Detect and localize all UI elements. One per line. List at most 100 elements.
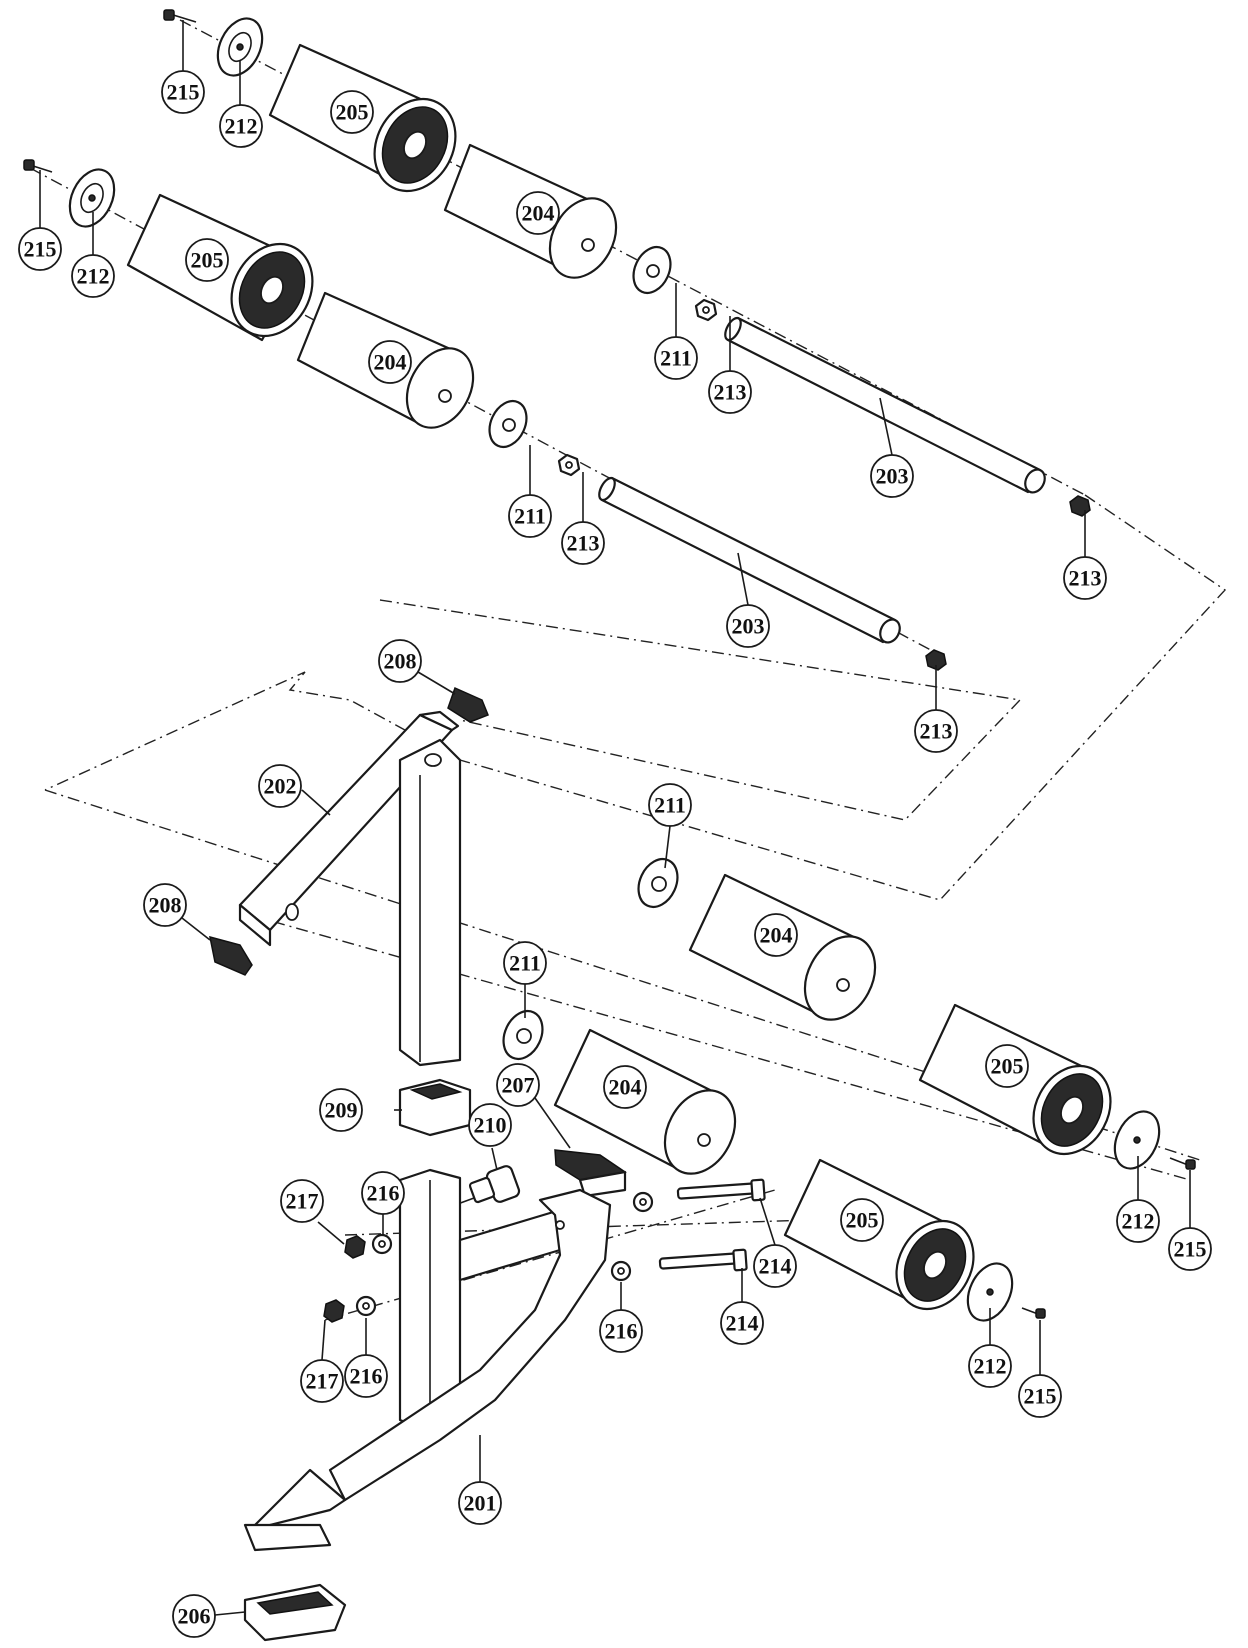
washer-216-d [355, 1295, 377, 1317]
washer-211-c [637, 857, 679, 909]
tube-203-b [598, 476, 901, 644]
svg-text:212: 212 [225, 114, 258, 139]
callout-210: 210 [468, 1103, 512, 1147]
callout-211: 211 [503, 941, 547, 985]
end-cap-212-c [1113, 1110, 1161, 1170]
foam-pad-205-d [783, 1158, 975, 1311]
callout-203: 203 [870, 454, 914, 498]
svg-text:204: 204 [374, 350, 407, 375]
callout-217: 217 [280, 1179, 324, 1223]
nut-217-b [323, 1299, 345, 1323]
bolt-214-a [676, 1178, 766, 1202]
callout-201: 201 [458, 1481, 502, 1525]
bolt-214-b [658, 1248, 748, 1272]
svg-text:212: 212 [1122, 1209, 1155, 1234]
svg-text:212: 212 [77, 264, 110, 289]
svg-text:214: 214 [759, 1254, 792, 1279]
svg-text:213: 213 [714, 380, 747, 405]
callout-204: 204 [368, 340, 412, 384]
svg-text:207: 207 [502, 1073, 535, 1098]
nut-213-a [694, 298, 718, 322]
callout-216: 216 [361, 1171, 405, 1215]
callout-211: 211 [654, 336, 698, 380]
screw-215-b [23, 159, 53, 173]
callout-205: 205 [330, 90, 374, 134]
callout-bubbles: 215 212 205 204 215 212 205 204 211 213 … [18, 70, 1212, 1638]
svg-text:210: 210 [474, 1113, 507, 1138]
svg-text:213: 213 [567, 531, 600, 556]
svg-text:211: 211 [514, 504, 546, 529]
svg-text:204: 204 [760, 923, 793, 948]
svg-text:216: 216 [350, 1364, 383, 1389]
foam-roller-204-c [688, 873, 877, 1021]
callout-209: 209 [319, 1088, 363, 1132]
arm-202 [238, 710, 462, 1067]
washer-211-d [502, 1009, 544, 1061]
washer-216-a [632, 1191, 654, 1213]
callout-212: 212 [1116, 1199, 1160, 1243]
svg-text:203: 203 [732, 614, 765, 639]
callout-203: 203 [726, 604, 770, 648]
svg-text:204: 204 [522, 201, 555, 226]
nut-213-b [1069, 495, 1091, 517]
callout-211: 211 [508, 494, 552, 538]
svg-text:206: 206 [178, 1604, 211, 1629]
foot-cap-206 [243, 1583, 347, 1642]
svg-text:205: 205 [846, 1208, 879, 1233]
callout-204: 204 [516, 191, 560, 235]
leaders [39, 20, 1191, 1616]
svg-text:215: 215 [167, 80, 200, 105]
tube-203-a [724, 316, 1046, 494]
callout-215: 215 [1018, 1374, 1062, 1418]
end-plug-208-b [209, 935, 253, 976]
svg-text:212: 212 [974, 1354, 1007, 1379]
svg-text:211: 211 [660, 346, 692, 371]
svg-text:214: 214 [726, 1311, 759, 1336]
callout-204: 204 [754, 913, 798, 957]
washer-211-b [488, 399, 528, 449]
svg-text:205: 205 [191, 248, 224, 273]
svg-text:204: 204 [609, 1075, 642, 1100]
svg-text:209: 209 [325, 1098, 358, 1123]
screw-215-a [163, 9, 197, 23]
washer-216-c [371, 1233, 393, 1255]
nut-213-d [925, 649, 947, 671]
callout-208: 208 [143, 883, 187, 927]
knob-210 [454, 1165, 521, 1206]
foam-pad-205-c [918, 1003, 1112, 1156]
nut-217-a [344, 1235, 366, 1259]
svg-text:216: 216 [367, 1181, 400, 1206]
foam-pad-205-b [126, 193, 314, 342]
svg-text:216: 216 [605, 1319, 638, 1344]
callout-205: 205 [185, 238, 229, 282]
callout-214: 214 [720, 1301, 764, 1345]
callout-206: 206 [172, 1594, 216, 1638]
callout-214: 214 [753, 1244, 797, 1288]
frame-201 [243, 1168, 612, 1552]
callout-217: 217 [300, 1359, 344, 1403]
svg-text:205: 205 [336, 100, 369, 125]
callout-202: 202 [258, 764, 302, 808]
nut-213-c [557, 453, 581, 477]
callout-204: 204 [603, 1065, 647, 1109]
end-cap-212-a [216, 17, 264, 77]
svg-text:208: 208 [149, 893, 182, 918]
callout-208: 208 [378, 639, 422, 683]
end-plug-208-a [447, 686, 489, 723]
callout-212: 212 [968, 1344, 1012, 1388]
washer-211-a [632, 245, 672, 295]
screw-215-c [1169, 1157, 1196, 1170]
callout-205: 205 [840, 1198, 884, 1242]
bushing-209 [398, 1078, 472, 1137]
svg-text:215: 215 [24, 237, 57, 262]
svg-text:202: 202 [264, 774, 297, 799]
callout-213: 213 [561, 521, 605, 565]
callout-213: 213 [914, 709, 958, 753]
svg-text:215: 215 [1024, 1384, 1057, 1409]
callout-216: 216 [344, 1354, 388, 1398]
callout-213: 213 [1063, 556, 1107, 600]
callout-207: 207 [496, 1063, 540, 1107]
svg-text:201: 201 [464, 1491, 497, 1516]
svg-text:213: 213 [1069, 566, 1102, 591]
